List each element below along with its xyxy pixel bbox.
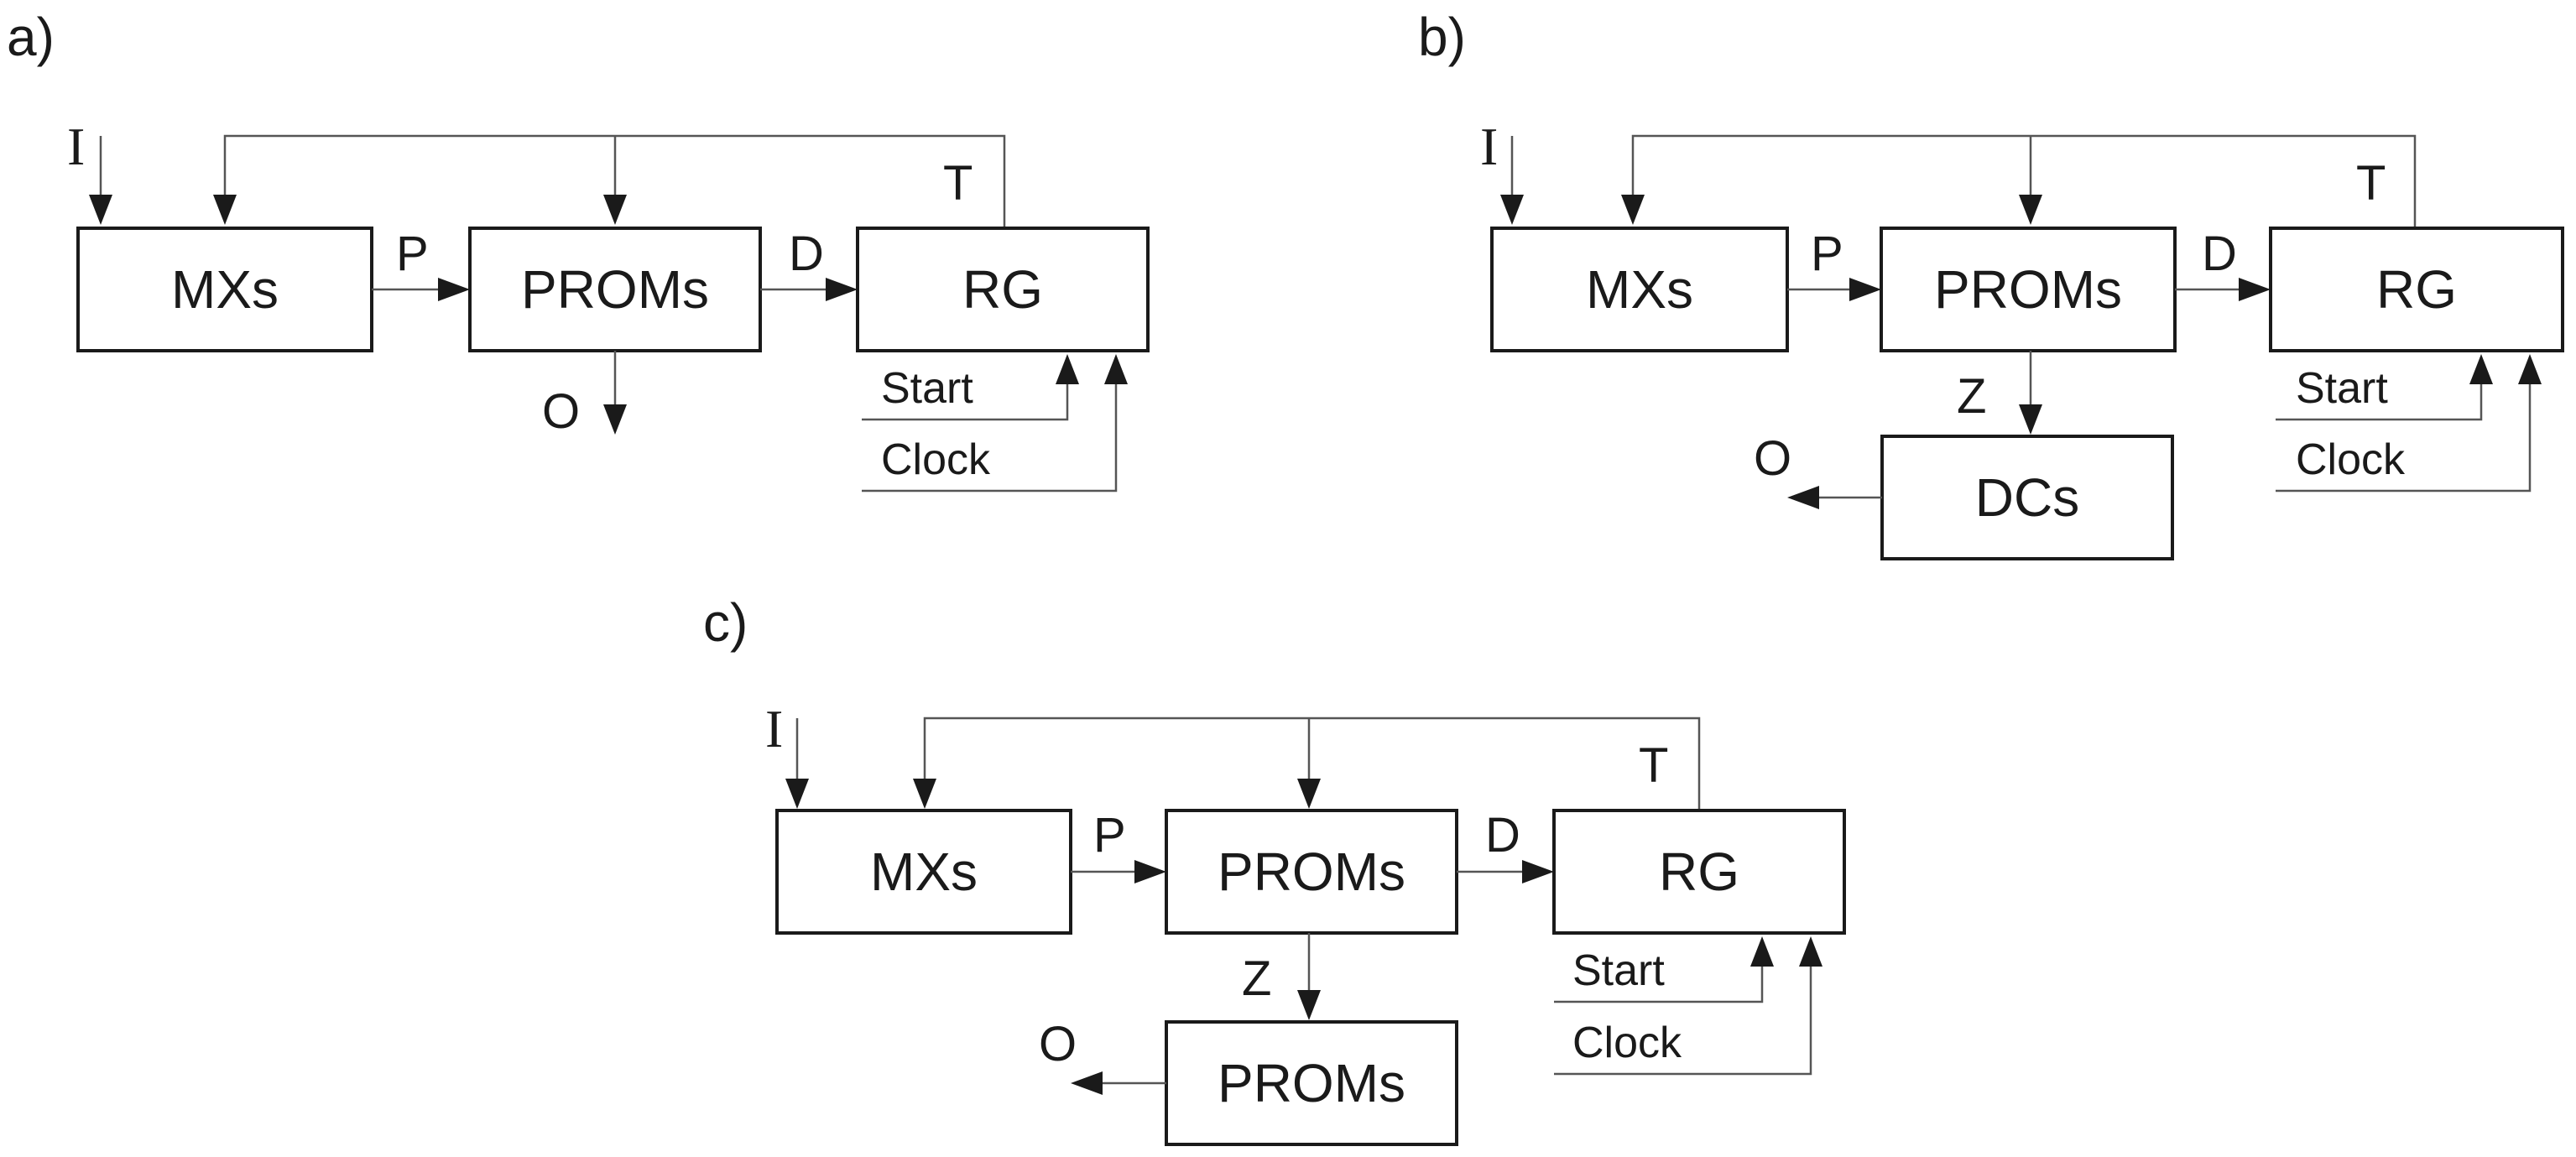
panel-a-arrow-d	[826, 278, 858, 301]
panel-b-p-label: P	[1811, 227, 1843, 281]
panel-a-arrow-start	[1056, 354, 1079, 384]
panel-a-rg-block	[856, 227, 1150, 352]
panel-a-mxs-label: MXs	[171, 259, 279, 320]
panel-c-arrow-output	[1071, 1071, 1103, 1095]
panel-a-proms-block	[468, 227, 762, 352]
panel-a-arrow-p	[438, 278, 470, 301]
panel-c-arrow-p	[1134, 860, 1166, 883]
panel-a-arrow-proms-feedback	[603, 195, 627, 225]
panel-a-d-label: D	[789, 227, 824, 281]
panel-b-feedback-wire	[1631, 134, 2417, 228]
panel-b-start-label: Start	[2296, 364, 2388, 413]
panel-b-clock-label: Clock	[2296, 435, 2406, 484]
panel-b-arrow-clock	[2518, 354, 2542, 384]
panel-b-mxs-block	[1490, 227, 1789, 352]
panel-c-mxs-block	[775, 809, 1072, 935]
panel-c-arrow-input	[785, 779, 809, 809]
panel-b-output-label: O	[1754, 431, 1791, 486]
panel-c-d-label: D	[1485, 808, 1520, 863]
panel-a-mxs-block	[76, 227, 373, 352]
panel-b-rg-block	[2269, 227, 2564, 352]
panel-c-start-label: Start	[1572, 946, 1665, 995]
panel-b: b) I MXs PROMs RG P D T Z DCs O Start	[1418, 7, 2564, 560]
panel-c-z-label: Z	[1242, 951, 1271, 1006]
panel-b-arrow-p	[1849, 278, 1881, 301]
panel-b-mxs-label: MXs	[1586, 259, 1693, 320]
panel-b-proms-block	[1880, 227, 2177, 352]
panel-a: a) I MXs PROMs RG P D T O Start	[7, 7, 1150, 493]
panel-c-proms2-block	[1165, 1020, 1458, 1146]
panel-b-t-label: T	[2356, 156, 2386, 211]
panel-c-clock-wire	[1554, 967, 1812, 1076]
panel-c-proms-label: PROMs	[1218, 842, 1405, 902]
panel-b-input-label: I	[1480, 117, 1498, 176]
panel-a-arrow-mxs-feedback	[213, 195, 237, 225]
panel-a-clock-wire	[862, 384, 1118, 493]
panel-a-output-label: O	[542, 384, 580, 439]
panel-a-clock-label: Clock	[881, 435, 991, 484]
panel-c-label: c)	[703, 592, 748, 653]
panel-a-arrow-clock	[1104, 354, 1128, 384]
panel-c-input-label: I	[765, 699, 783, 758]
panel-a-rg-label: RG	[962, 259, 1043, 320]
panel-a-arrow-output	[603, 404, 627, 435]
panel-c: c) I MXs PROMs RG P D T Z PROMs O Start	[703, 592, 1846, 1146]
panel-b-start-wire	[2276, 384, 2483, 421]
panel-c-t-label: T	[1639, 738, 1668, 793]
panel-c-arrow-z	[1297, 990, 1321, 1020]
panel-a-start-wire	[862, 384, 1069, 421]
panel-c-proms2-label: PROMs	[1218, 1053, 1405, 1113]
panel-b-arrow-output	[1787, 486, 1819, 509]
panel-c-rg-label: RG	[1659, 842, 1739, 902]
panel-a-feedback-wire	[223, 134, 1006, 228]
panel-c-arrow-clock	[1799, 936, 1822, 967]
panel-c-feedback-wire	[923, 717, 1701, 810]
panel-c-mxs-label: MXs	[870, 842, 978, 902]
panel-a-arrow-input	[89, 195, 112, 225]
panel-a-t-label: T	[943, 156, 973, 211]
panel-b-label: b)	[1418, 7, 1466, 67]
panel-c-start-wire	[1554, 967, 1764, 1003]
panel-c-clock-label: Clock	[1572, 1019, 1682, 1067]
panel-b-clock-wire	[2276, 384, 2532, 493]
panel-b-proms-label: PROMs	[1934, 259, 2122, 320]
panel-a-start-label: Start	[881, 364, 973, 413]
panel-b-arrow-mxs-feedback	[1621, 195, 1645, 225]
panel-b-arrow-input	[1500, 195, 1524, 225]
panel-c-p-label: P	[1093, 808, 1126, 863]
panel-a-input-label: I	[67, 117, 85, 176]
panel-b-dcs-label: DCs	[1975, 467, 2079, 528]
panel-b-arrow-proms-feedback	[2019, 195, 2042, 225]
panel-b-z-label: Z	[1957, 369, 1986, 424]
panel-c-arrow-proms-feedback	[1297, 779, 1321, 809]
panel-c-arrow-mxs-feedback	[913, 779, 936, 809]
panel-c-output-label: O	[1039, 1017, 1077, 1071]
panel-c-arrow-start	[1750, 936, 1774, 967]
panel-a-p-label: P	[396, 227, 429, 281]
panel-b-d-label: D	[2202, 227, 2237, 281]
panel-b-arrow-z	[2019, 404, 2042, 435]
panel-b-dcs-block	[1880, 435, 2174, 560]
panel-a-proms-label: PROMs	[521, 259, 709, 320]
panel-b-rg-label: RG	[2376, 259, 2457, 320]
panel-b-arrow-start	[2469, 354, 2493, 384]
panel-b-arrow-d	[2239, 278, 2271, 301]
panel-a-label: a)	[7, 7, 55, 67]
panel-c-arrow-d	[1522, 860, 1554, 883]
